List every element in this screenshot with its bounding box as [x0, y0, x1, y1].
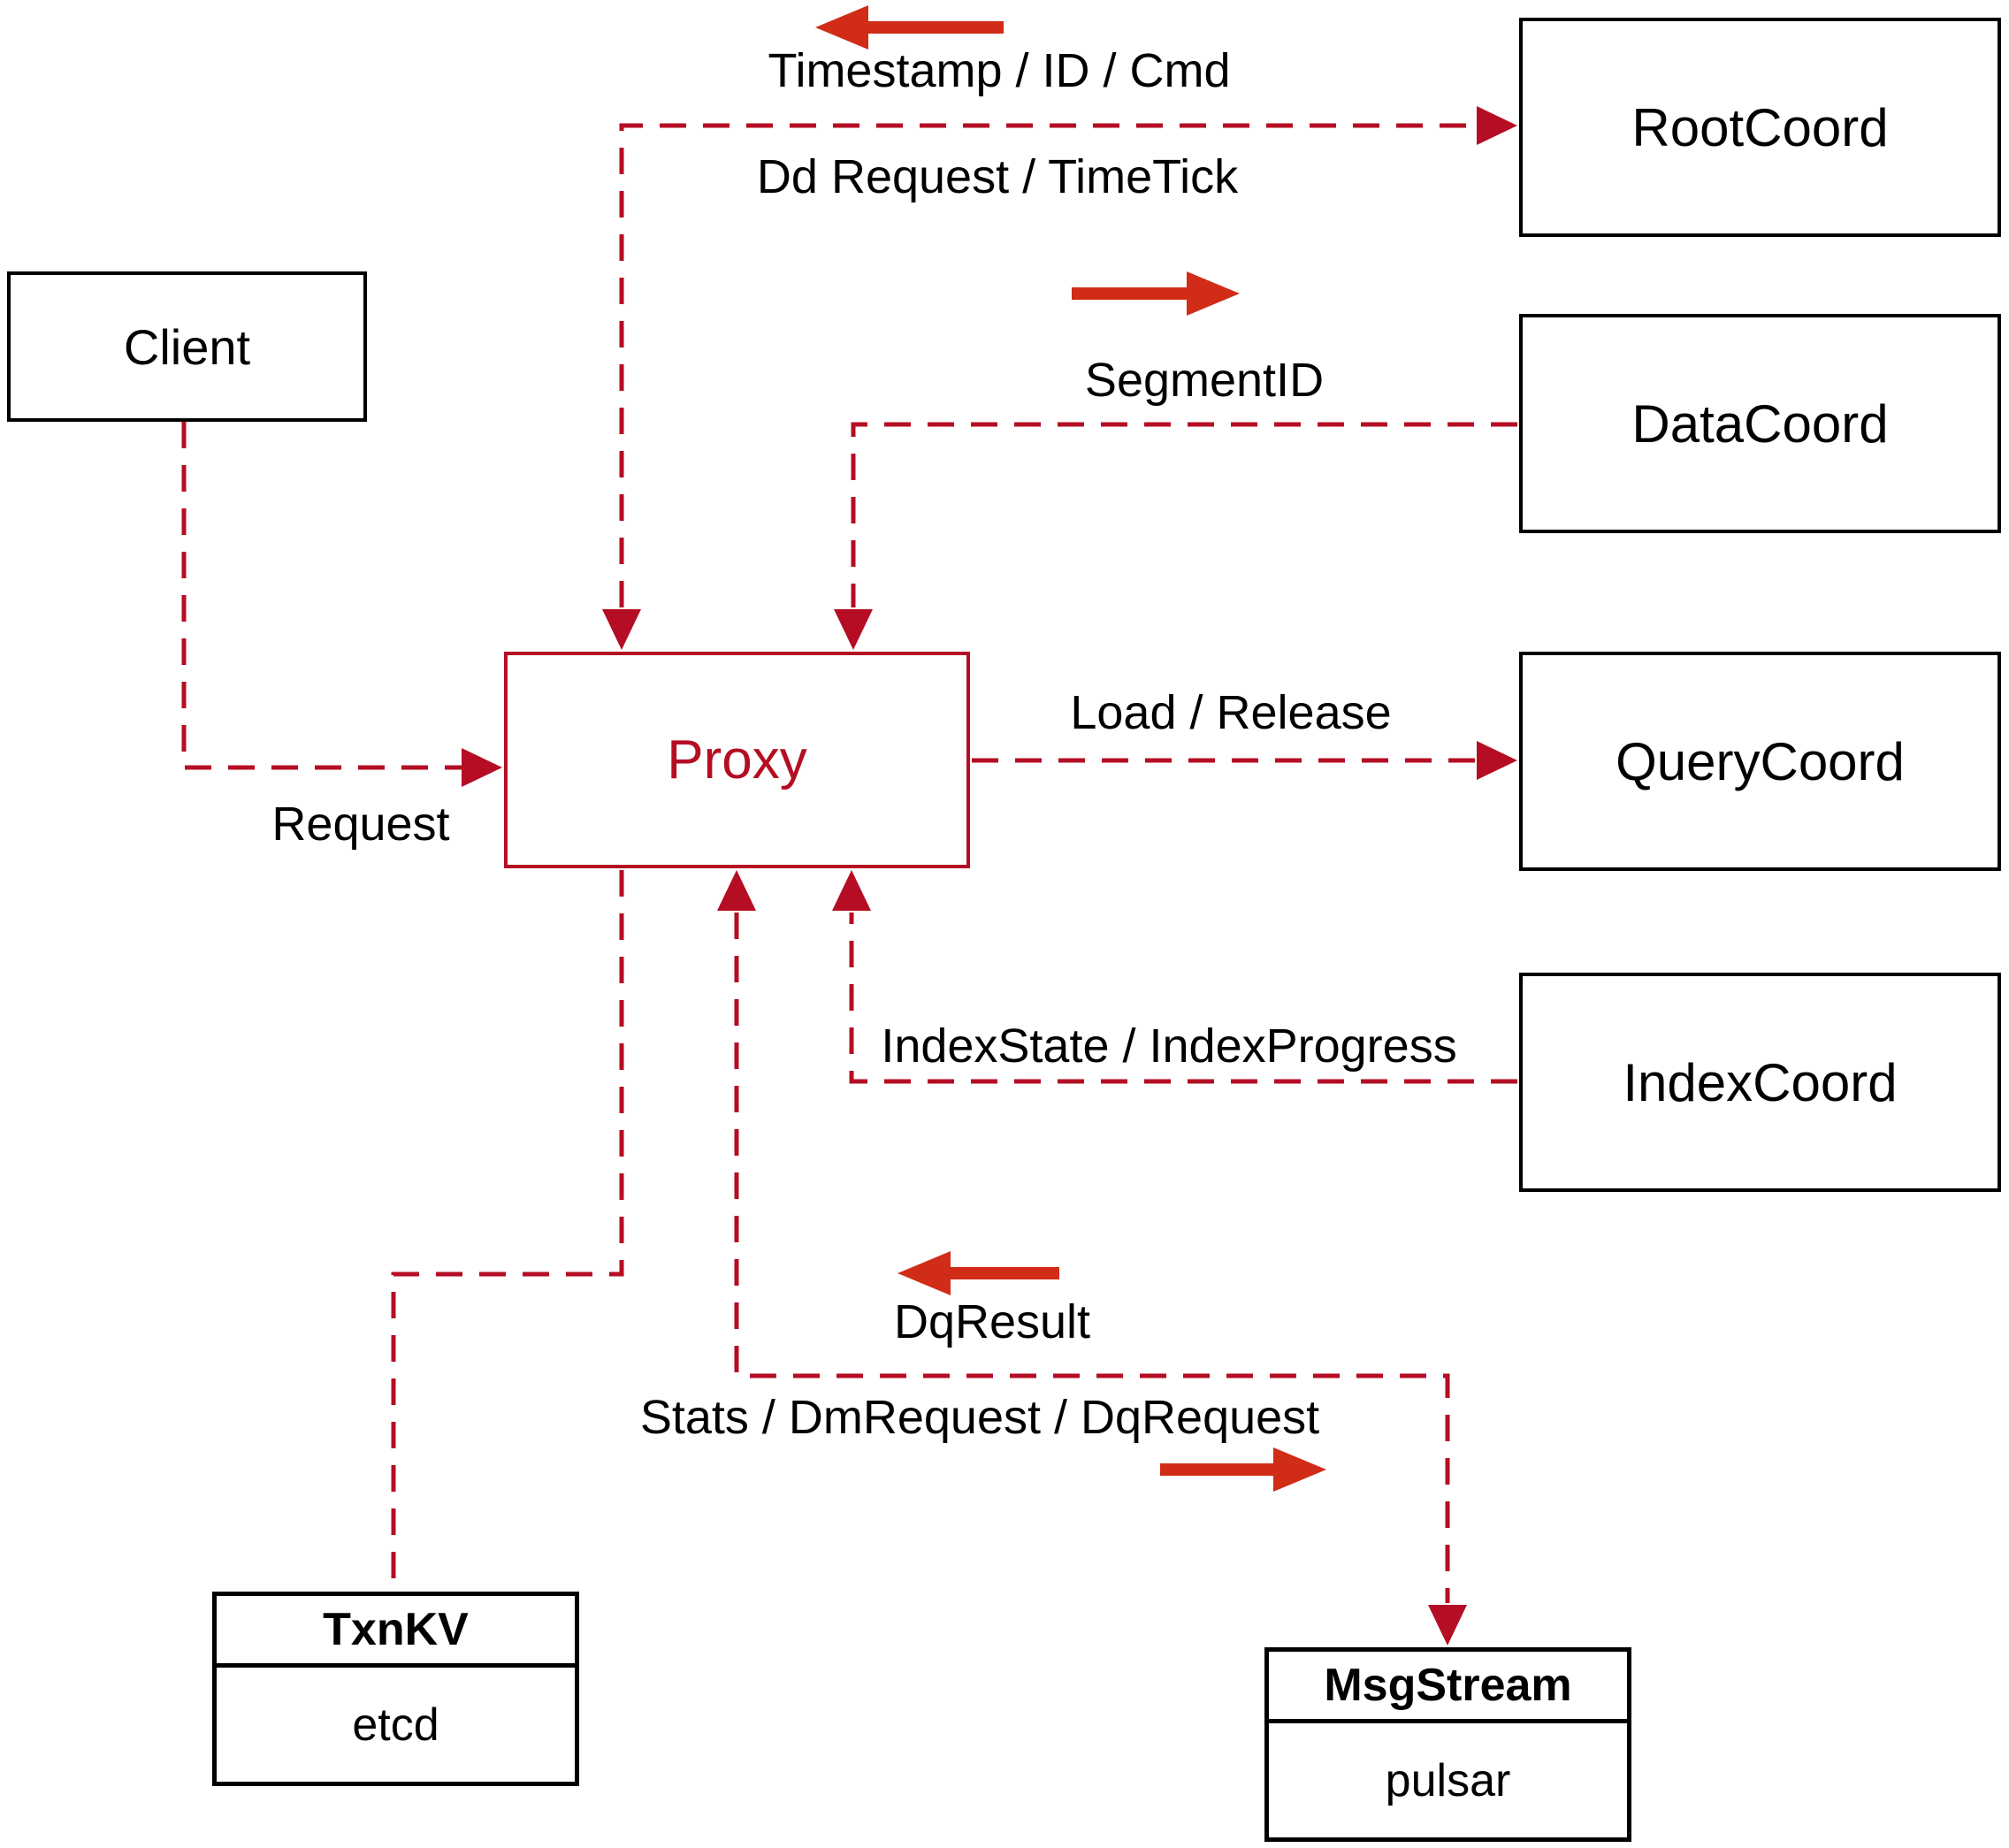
node-datacoord: DataCoord: [1519, 314, 2001, 533]
node-querycoord: QueryCoord: [1519, 652, 2001, 871]
flow-arrow-left-dqresult: [898, 1251, 1059, 1295]
edge-proxy-to-txnkv: [391, 870, 624, 1590]
flow-arrow-right-ddrequest: [1072, 271, 1240, 316]
arrowhead-into-msgstream: [1428, 1605, 1467, 1646]
txnkv-impl: etcd: [352, 1699, 439, 1751]
edge-label-index-state-progress: IndexState / IndexProgress: [881, 1019, 1457, 1073]
edge-label-segment-id: SegmentID: [1084, 354, 1325, 407]
arrowhead-into-querycoord: [1477, 741, 1517, 780]
msgstream-title: MsgStream: [1269, 1652, 1627, 1723]
edge-indexcoord-to-proxy: [849, 913, 1517, 1084]
edge-proxy-rootcoord: [619, 123, 1475, 607]
edge-label-dd-request-timetick: Dd Request / TimeTick: [756, 150, 1239, 203]
node-msgstream: MsgStream pulsar: [1264, 1647, 1631, 1842]
node-indexcoord-label: IndexCoord: [1623, 1052, 1898, 1112]
edge-label-request: Request: [271, 798, 450, 851]
edge-client-to-proxy: [181, 422, 463, 770]
node-txnkv: TxnKV etcd: [212, 1592, 579, 1786]
node-indexcoord: IndexCoord: [1519, 973, 2001, 1192]
edge-label-stats-dm-dq: Stats / DmRequest / DqRequest: [639, 1391, 1320, 1444]
edge-label-load-release: Load / Release: [1070, 686, 1392, 739]
node-rootcoord-label: RootCoord: [1631, 97, 1889, 157]
flow-arrow-right-stats: [1160, 1447, 1326, 1492]
node-proxy: Proxy: [504, 652, 970, 868]
flow-arrow-left-timestamp: [815, 5, 1004, 50]
node-rootcoord: RootCoord: [1519, 18, 2001, 237]
msgstream-impl: pulsar: [1385, 1754, 1511, 1806]
arrowhead-into-proxy-bottom-right: [832, 870, 871, 911]
edge-label-dq-result: DqResult: [893, 1295, 1091, 1348]
arrowhead-into-rootcoord: [1477, 106, 1517, 145]
arrowhead-into-proxy-bottom-mid: [717, 870, 756, 911]
node-client-label: Client: [123, 318, 251, 375]
edge-datacoord-to-proxy: [851, 422, 1517, 607]
edge-proxy-msgstream: [734, 913, 1450, 1603]
edge-label-timestamp-id-cmd: Timestamp / ID / Cmd: [768, 44, 1231, 97]
node-datacoord-label: DataCoord: [1631, 393, 1889, 454]
node-proxy-label: Proxy: [667, 729, 807, 790]
arrowhead-into-proxy-left: [462, 748, 502, 787]
node-querycoord-label: QueryCoord: [1616, 731, 1905, 791]
arrowhead-into-proxy-top-left: [602, 609, 641, 650]
txnkv-title: TxnKV: [217, 1596, 575, 1668]
node-client: Client: [7, 271, 367, 422]
arrowhead-into-proxy-top-right: [834, 609, 873, 650]
